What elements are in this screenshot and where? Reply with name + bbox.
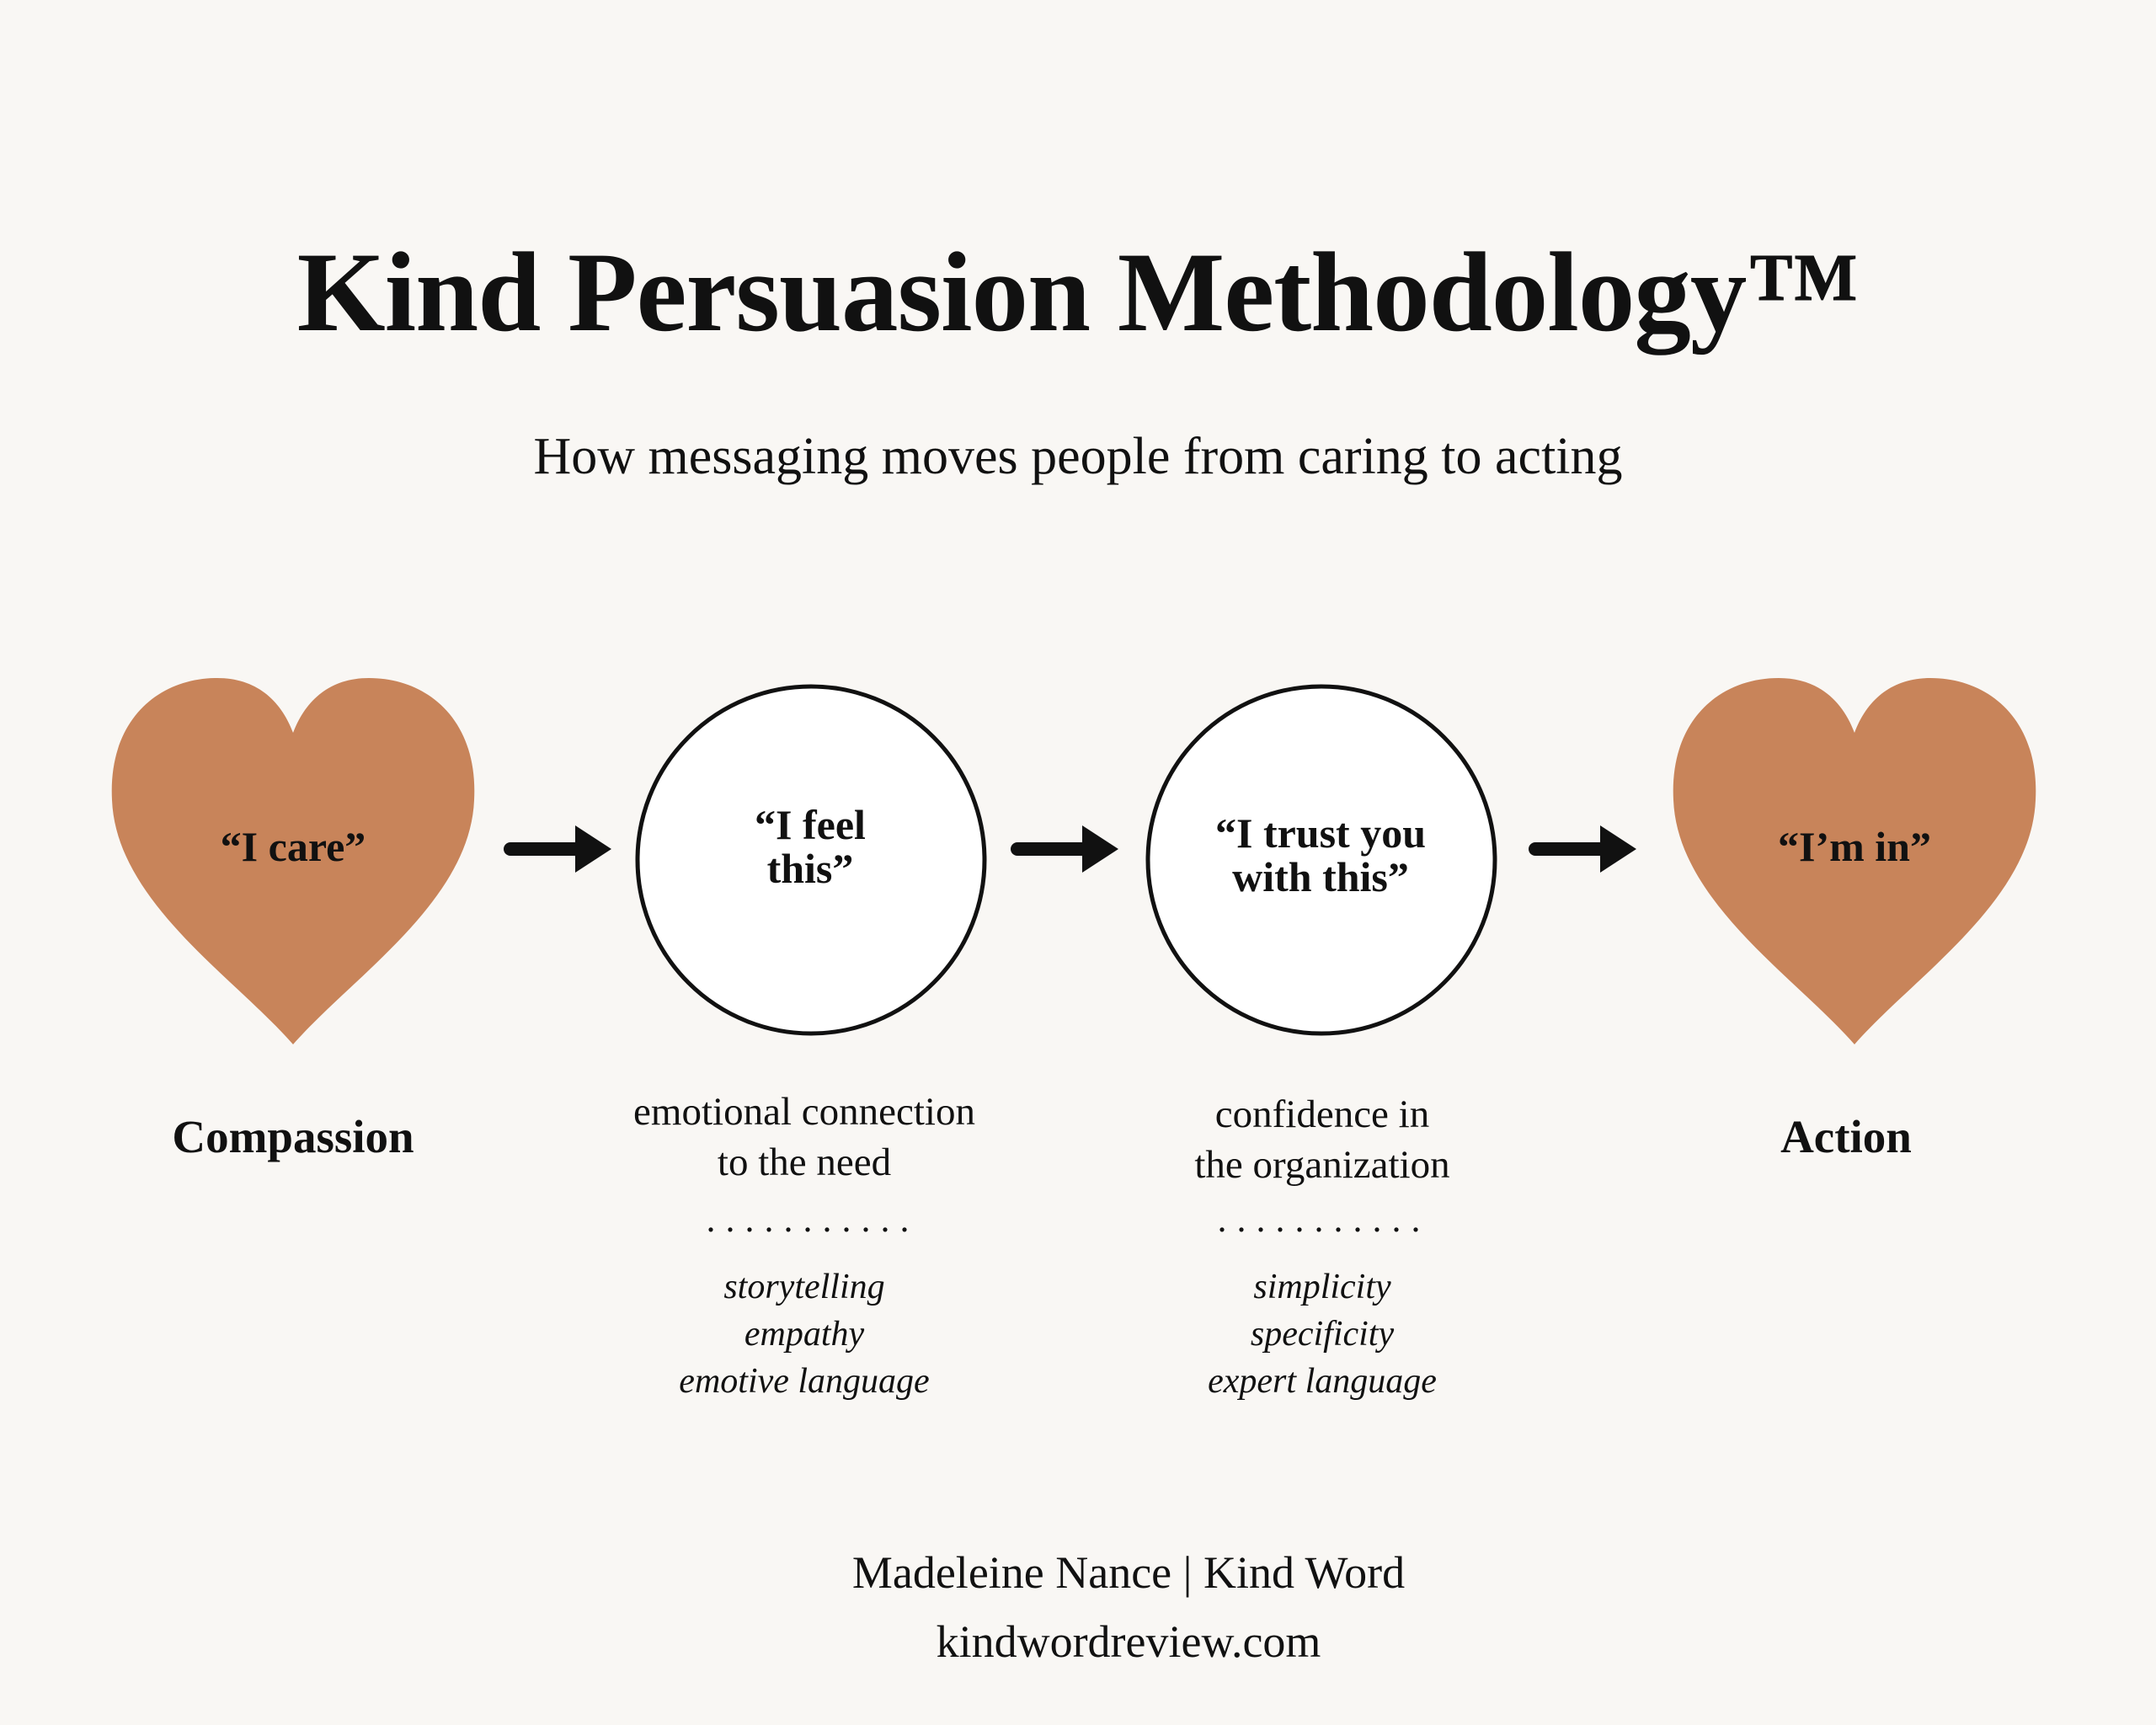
circle-node-trust (1145, 684, 1497, 1036)
technique-item: empathy (744, 1315, 865, 1354)
heart-icon-action (1673, 678, 2036, 1044)
technique-item: emotive language (679, 1362, 930, 1401)
dotted-divider: ........... (1217, 1199, 1431, 1240)
technique-item: simplicity (1253, 1268, 1391, 1306)
node-description-confidence: confidence in the organization (1194, 1092, 1450, 1187)
node-label-compassion: Compassion (172, 1111, 414, 1162)
circle-node-feel (635, 684, 987, 1036)
dotted-divider: ........... (706, 1199, 920, 1240)
heart-icon-compassion (111, 678, 475, 1044)
node-quote-im-in: “I’m in” (1778, 823, 1931, 870)
node-quote-i-trust-you: “I trust you with this” (1214, 809, 1427, 900)
arrow-right-icon (1011, 825, 1118, 873)
technique-item: storytelling (723, 1268, 885, 1306)
node-description-emotional: emotional connection to the need (633, 1090, 975, 1184)
arrow-right-icon (1529, 825, 1636, 873)
technique-item: expert language (1208, 1362, 1437, 1401)
node-quote-i-care: “I care” (220, 823, 366, 870)
technique-item: specificity (1250, 1315, 1395, 1354)
arrow-right-icon (504, 825, 611, 873)
footer-website: kindwordreview.com (936, 1616, 1321, 1667)
footer-author: Madeleine Nance | Kind Word (851, 1547, 1406, 1598)
page-title: Kind Persuasion Methodology™ (296, 230, 1860, 355)
node-label-action: Action (1780, 1111, 1912, 1162)
node-quote-i-feel-this: “I feel this” (755, 801, 866, 892)
page-subtitle: How messaging moves people from caring t… (533, 428, 1623, 485)
